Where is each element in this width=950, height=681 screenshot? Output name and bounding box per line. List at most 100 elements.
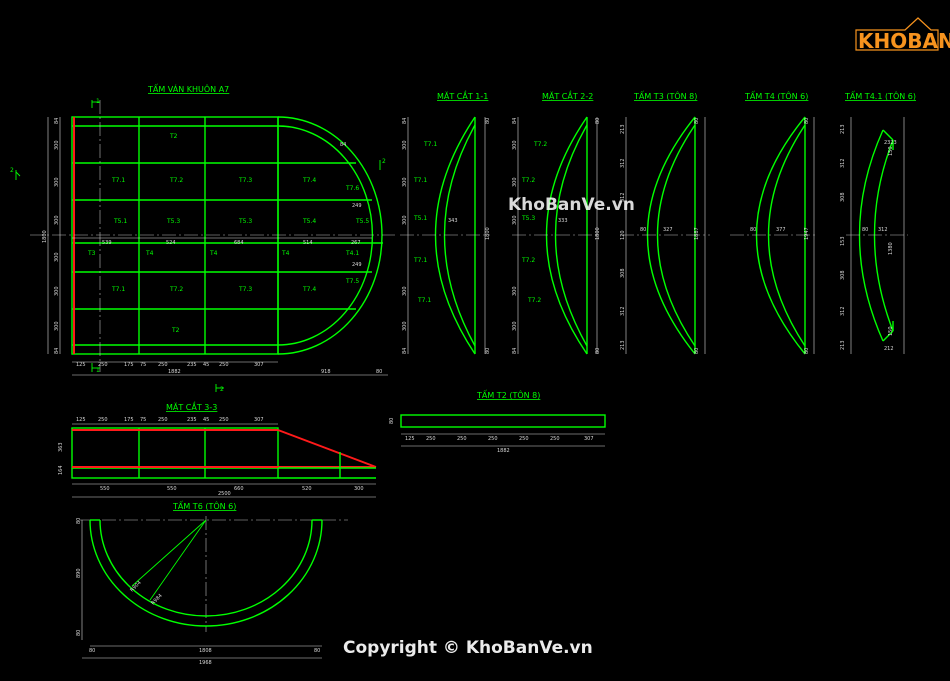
dim-80-top: 84 <box>340 142 346 148</box>
t4-small: 80 <box>750 227 756 233</box>
watermark-group: KhoBanVe.vn Copyright © KhoBanVe.vn <box>343 195 635 658</box>
section-1-1: MẶT CẮT 1-1 343 1800 80 80 T7.1T7.1T5.1T… <box>400 89 491 355</box>
logo-text: KHOBANVE <box>858 29 950 53</box>
s33-top-dim-1: 250 <box>98 417 108 423</box>
main-plan: TẤM VÁN KHUÔN A7 1 1 2 2 2 <box>10 83 395 393</box>
t41-left-dim-5: 312 <box>840 306 846 316</box>
t2-row-dim-4: 250 <box>519 436 529 442</box>
label-t7-4-bottom: T7.4 <box>302 286 316 293</box>
s11-label-3: T7.1 <box>413 257 427 264</box>
label-t7-3-top: T7.3 <box>238 177 252 184</box>
label-t5-3a: T5.3 <box>166 218 180 225</box>
s33-top-dim-8: 307 <box>254 417 264 423</box>
bottom-row-dim-0: 125 <box>76 362 86 368</box>
plate-t4-1: TẤM T4.1 (TÔN 6) 312 80 1380 150 150 232… <box>840 90 916 354</box>
t3-left-dim-3: 120 <box>620 230 626 240</box>
label-t7-4-top: T7.4 <box>302 177 316 184</box>
s22-left-dim-2: 300 <box>512 177 518 187</box>
title-sec11: MẶT CẮT 1-1 <box>437 89 488 102</box>
t6-bottom-80b: 80 <box>314 648 320 654</box>
dim-249-top: 249 <box>352 203 362 209</box>
s11-left-dim-6: 84 <box>402 348 408 354</box>
section-marker-3: 2 <box>220 386 224 393</box>
label-t7-1-top: T7.1 <box>111 177 125 184</box>
s22-left-dim-0: 84 <box>512 118 518 124</box>
bottom-row-dim-5: 235 <box>187 362 197 368</box>
label-t5-5: T5.5 <box>355 218 369 225</box>
s33-top-dim-7: 250 <box>219 417 229 423</box>
t6-total: 1968 <box>199 660 212 666</box>
s22-left-dim-6: 84 <box>512 348 518 354</box>
label-t4c: T4 <box>281 250 290 257</box>
t6-bottom-80a: 80 <box>89 648 95 654</box>
s11-label-2: T5.1 <box>413 215 427 222</box>
watermark-text: KhoBanVe.vn <box>508 195 635 215</box>
bottom-row-dim-4: 250 <box>158 362 168 368</box>
s22-left-dim-1: 300 <box>512 140 518 150</box>
s33-bottom-dim-4: 300 <box>354 486 364 492</box>
title-sec22: MẶT CẮT 2-2 <box>542 89 593 102</box>
title-t3: TẤM T3 (TÔN 8) <box>633 90 697 101</box>
t6-left-890: 890 <box>76 568 82 578</box>
plate-t4: TẤM T4 (TÔN 6) 377 80 1947 80 80 <box>730 90 818 355</box>
label-t7-6: T7.6 <box>345 185 359 192</box>
t2-row-dim-5: 250 <box>550 436 560 442</box>
s11-left-dim-2: 300 <box>402 177 408 187</box>
s11-label-4: T7.1 <box>417 297 431 304</box>
label-t7-1-bottom: T7.1 <box>111 286 125 293</box>
label-t3: T3 <box>87 250 96 257</box>
plate-t6: TẤM T6 (TÔN 6) R904 R984 80 890 80 80 18… <box>76 500 348 666</box>
t41-left-dim-4: 308 <box>840 270 846 280</box>
s33-top-dim-2: 175 <box>124 417 134 423</box>
s22-left-dim-5: 300 <box>512 321 518 331</box>
bottom-extra-918: 918 <box>321 369 331 375</box>
t3-end-top: 80 <box>694 118 700 124</box>
copyright-text: Copyright © KhoBanVe.vn <box>343 638 593 658</box>
t3-left-dim-1: 312 <box>620 158 626 168</box>
t41-left-dim-1: 312 <box>840 158 846 168</box>
dim-539: 539 <box>102 240 112 246</box>
s22-end-top: 80 <box>595 118 601 124</box>
t4-total: 1947 <box>804 227 810 240</box>
title-t4: TẤM T4 (TÔN 6) <box>744 90 808 101</box>
s11-labels: T7.1T7.1T5.1T7.1T7.1 <box>413 141 437 304</box>
t4-end-top: 80 <box>804 118 810 124</box>
s11-mid: 343 <box>448 218 458 224</box>
s33-top-dim-4: 250 <box>158 417 168 423</box>
s11-end-bottom: 80 <box>485 348 491 354</box>
s33-total: 2500 <box>218 491 231 497</box>
t3-left-dim-6: 213 <box>620 340 626 350</box>
s22-left-dim-3: 300 <box>512 215 518 225</box>
section-marker-2-right: 2 <box>382 158 386 165</box>
t3-left-dim-0: 213 <box>620 124 626 134</box>
bottom-row-dim-2: 175 <box>124 362 134 368</box>
t41-top: 2323 <box>884 140 897 146</box>
label-t5-3b: T5.3 <box>238 218 252 225</box>
s33-bottom-dim-1: 550 <box>167 486 177 492</box>
label-t2-bottom: T2 <box>171 327 180 334</box>
t2-row-dim-1: 250 <box>426 436 436 442</box>
t6-bottom-1808: 1808 <box>199 648 212 654</box>
s11-end-top: 80 <box>485 118 491 124</box>
section-2-2: MẶT CẮT 2-2 333 1800 80 80 T7.2T7.2T5.3T… <box>512 89 601 355</box>
t6-left-80: 80 <box>76 518 82 524</box>
s22-label-3: T7.2 <box>521 257 535 264</box>
t2-row-dim-6: 307 <box>584 436 594 442</box>
dim-524: 524 <box>166 240 176 246</box>
s11-left-dim-0: 84 <box>402 118 408 124</box>
t3-left-dim-2: 312 <box>620 192 626 202</box>
dim-249-bottom: 249 <box>352 262 362 268</box>
s33-height-164: 164 <box>58 465 64 475</box>
t41-left-dim-3: 153 <box>840 236 846 246</box>
s33-top-dim-6: 45 <box>203 417 209 423</box>
s11-label-1: T7.1 <box>413 177 427 184</box>
bottom-extra-80: 80 <box>376 369 382 375</box>
t4-mid: 377 <box>776 227 786 233</box>
t41-left-dim-6: 213 <box>840 340 846 350</box>
